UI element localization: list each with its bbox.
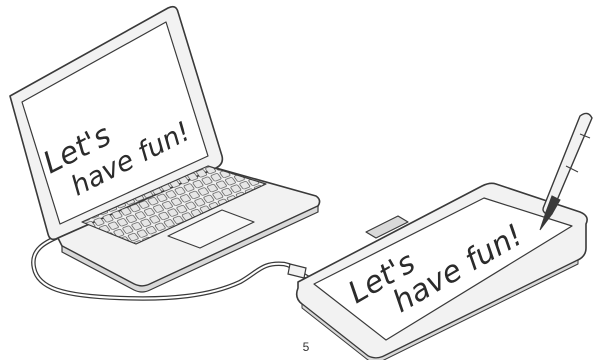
tablet-cable-connector [288, 264, 306, 278]
page-number: 5 [296, 340, 316, 354]
laptop: Let's have fun! [10, 7, 320, 292]
